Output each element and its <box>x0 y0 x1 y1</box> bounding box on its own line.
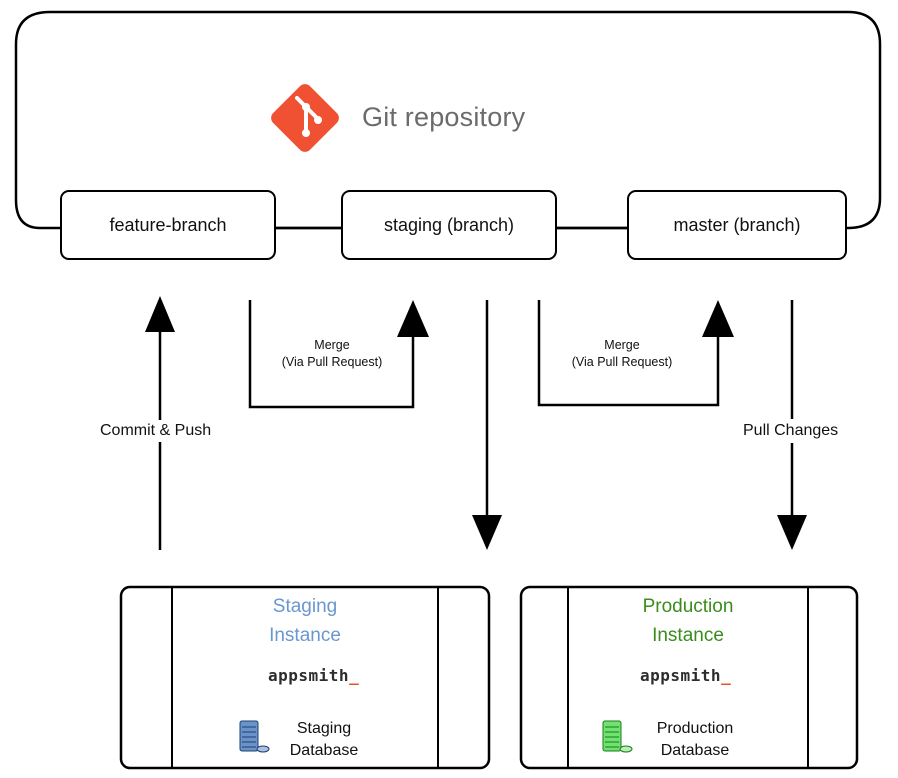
merge-feature-label: Merge (Via Pull Request) <box>262 337 402 371</box>
master-branch-node[interactable]: master (branch) <box>627 190 847 260</box>
feature-branch-label: feature-branch <box>109 214 227 235</box>
production-database-label-line2: Database <box>660 742 730 759</box>
production-database-icon <box>602 720 633 753</box>
merge-feature-label-line1: Merge <box>314 338 350 352</box>
pull-changes-arrowhead <box>777 515 807 550</box>
staging-database-label: Staging Database <box>280 718 368 762</box>
commit-push-label: Commit & Push <box>100 420 212 442</box>
production-database-label: Production Database <box>643 718 747 762</box>
production-instance-title-line1: Production <box>642 596 734 617</box>
staging-instance-title-line1: Staging <box>272 596 338 617</box>
production-database-label-line1: Production <box>656 720 734 737</box>
merge-staging-label: Merge (Via Pull Request) <box>552 337 692 371</box>
staging-database-label-line2: Database <box>289 742 359 759</box>
staging-database-icon <box>239 720 270 753</box>
staging-database-label-line1: Staging <box>296 720 352 737</box>
merge-staging-label-line1: Merge <box>604 338 640 352</box>
master-branch-label: master (branch) <box>673 214 801 235</box>
staging-branch-label: staging (branch) <box>383 214 515 235</box>
staging-appsmith-logo: appsmith_ <box>268 666 359 685</box>
merge-feature-line <box>248 300 415 409</box>
merge-feature-label-line2: (Via Pull Request) <box>281 355 383 369</box>
staging-instance-title: Staging Instance <box>172 592 438 650</box>
production-instance-title: Production Instance <box>568 592 808 650</box>
production-appsmith-cursor: _ <box>721 666 732 685</box>
repository-container <box>14 10 882 230</box>
repository-title: Git repository <box>362 102 526 132</box>
staging-appsmith-text: appsmith <box>268 666 350 685</box>
production-appsmith-text: appsmith <box>640 666 722 685</box>
merge-staging-arrowhead <box>702 300 734 337</box>
staging-appsmith-cursor: _ <box>349 666 360 685</box>
commit-push-arrowhead <box>145 296 175 332</box>
merge-feature-arrowhead <box>397 300 429 337</box>
staging-deploy-arrowhead <box>472 515 502 550</box>
staging-instance-box <box>119 585 491 770</box>
production-appsmith-logo: appsmith_ <box>640 666 731 685</box>
merge-staging-line <box>537 300 720 407</box>
feature-branch-node[interactable]: feature-branch <box>60 190 276 260</box>
pull-changes-label: Pull Changes <box>743 419 839 443</box>
production-instance-title-line2: Instance <box>652 625 724 646</box>
staging-instance-title-line2: Instance <box>269 625 341 646</box>
merge-staging-label-line2: (Via Pull Request) <box>571 355 673 369</box>
staging-branch-node[interactable]: staging (branch) <box>341 190 557 260</box>
